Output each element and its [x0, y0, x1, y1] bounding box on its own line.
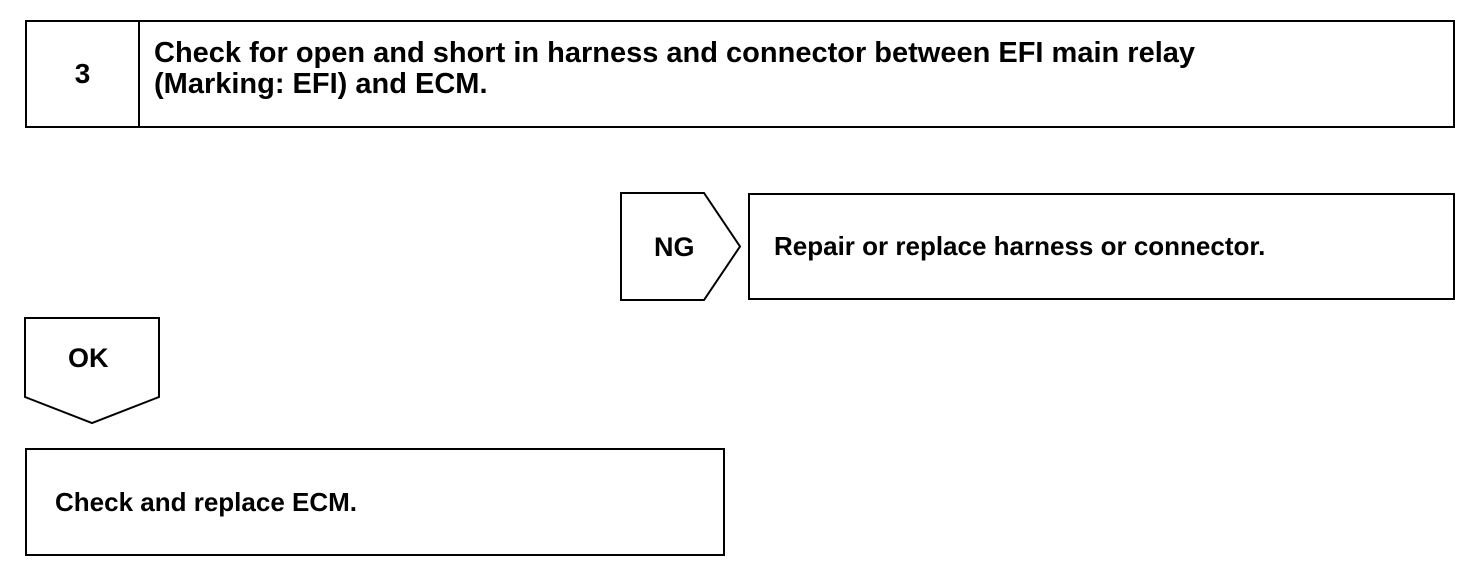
- step-number: 3: [27, 22, 140, 126]
- step-title-line-1: Check for open and short in harness and …: [154, 37, 1196, 69]
- ng-result-text: Repair or replace harness or connector.: [774, 231, 1266, 261]
- step-title: Check for open and short in harness and …: [140, 22, 1453, 126]
- ok-result-box: Check and replace ECM.: [25, 448, 725, 556]
- ng-label: NG: [654, 232, 695, 262]
- step-header: 3 Check for open and short in harness an…: [25, 20, 1455, 128]
- step-title-line-2: (Marking: EFI) and ECM.: [154, 68, 488, 100]
- ok-result-text: Check and replace ECM.: [55, 487, 357, 517]
- ng-result-box: Repair or replace harness or connector.: [748, 193, 1455, 300]
- ok-label: OK: [68, 343, 109, 373]
